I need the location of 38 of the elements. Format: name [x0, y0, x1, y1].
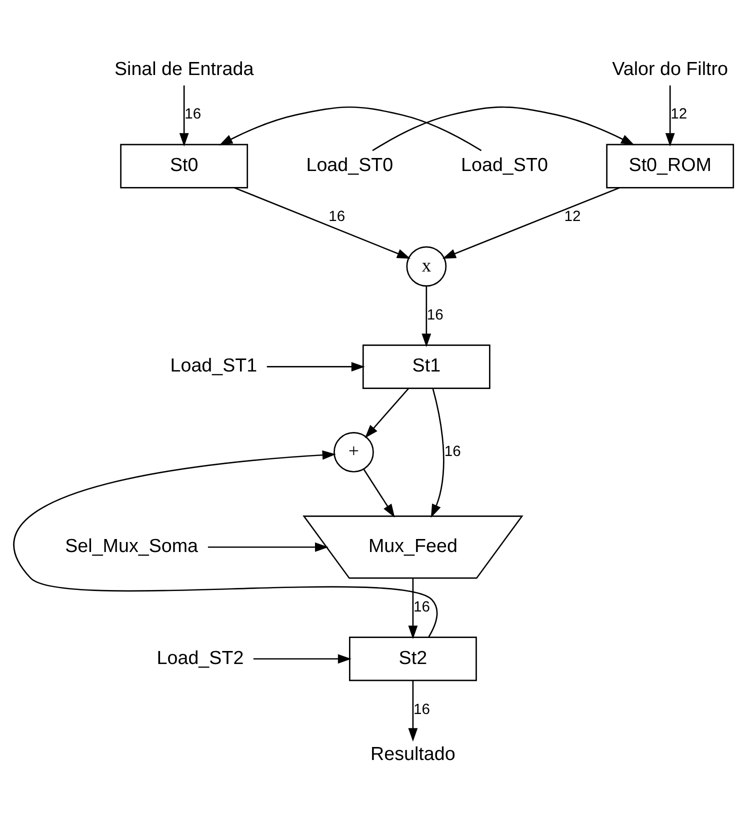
- node-text: Sel_Mux_Soma: [65, 535, 198, 556]
- node-text: Load_ST2: [156, 646, 244, 668]
- node-circle: x: [406, 246, 447, 287]
- edge-label: 16: [413, 702, 430, 718]
- arrow: [208, 542, 328, 552]
- node-box: St1: [362, 344, 490, 389]
- edge-label: 12: [564, 209, 581, 226]
- arrow: [422, 286, 432, 348]
- arrow: [442, 187, 620, 259]
- node-text: Load_ST0: [461, 154, 548, 176]
- arrow: [219, 106, 482, 152]
- edge-label: 16: [444, 444, 461, 460]
- arrow: [430, 388, 444, 518]
- arrow: [234, 187, 411, 259]
- arrow: [665, 85, 675, 147]
- node-text: Load_ST0: [306, 154, 394, 176]
- edge-label: 16: [328, 209, 346, 226]
- arrow: [364, 388, 409, 438]
- node-box: St2: [349, 636, 477, 682]
- node-box: St0: [120, 144, 248, 188]
- arrow: [14, 450, 438, 638]
- node-text: Valor do Filtro: [612, 58, 728, 79]
- edge-label: 16: [426, 307, 444, 324]
- node-box: St0_ROM: [606, 144, 734, 188]
- node-text: Resultado: [370, 743, 456, 764]
- edge-label: 16: [184, 106, 202, 123]
- arrow: [253, 654, 352, 664]
- edge-label: 16: [413, 599, 430, 616]
- edge-label: 12: [670, 106, 688, 123]
- arrow: [363, 468, 395, 518]
- node-text: Sinal de Entrada: [114, 58, 254, 79]
- arrow: [372, 106, 635, 152]
- arrow: [179, 85, 189, 147]
- node-circle: +: [334, 432, 374, 472]
- node-text: Load_ST1: [170, 354, 258, 376]
- arrow: [408, 680, 418, 742]
- arrow: [266, 362, 365, 372]
- arrow: [408, 578, 418, 640]
